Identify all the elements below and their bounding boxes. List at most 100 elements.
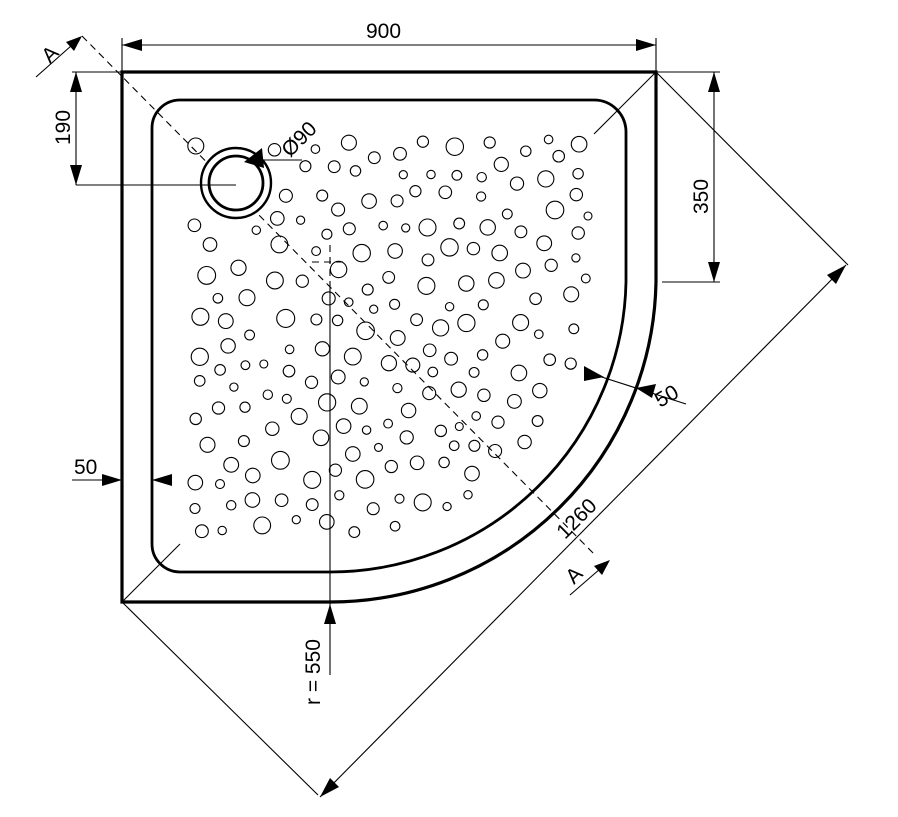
pebble-bump (389, 298, 401, 310)
pebble-bump (343, 347, 362, 366)
pebble-bump (259, 359, 269, 369)
pebble-bump (434, 424, 448, 438)
pebble-bump (331, 314, 344, 327)
pebble-bump (276, 308, 296, 328)
pebble-bump (464, 465, 480, 482)
dimension-rim-curve-label: 50 (651, 381, 683, 413)
pebble-bump (515, 262, 531, 279)
pebble-bump (317, 393, 337, 412)
pebble-bump (400, 402, 417, 419)
pebble-bump (390, 194, 404, 208)
pebble-bump (380, 355, 398, 372)
pebble-bump (580, 273, 591, 284)
pebble-bump (571, 226, 585, 240)
section-label-bottom: A (561, 562, 587, 588)
pebble-bump (359, 377, 369, 387)
pebble-bump (239, 401, 251, 413)
pebble-bump (418, 218, 437, 237)
pebble-bump (392, 382, 403, 394)
pebble-bump (445, 137, 465, 156)
pebble-bump (265, 421, 280, 436)
pebble-bump (476, 171, 487, 183)
section-line-a-a (81, 35, 596, 556)
pebble-bump (303, 470, 322, 489)
pebble-bump (282, 364, 296, 378)
pebble-bump (517, 434, 532, 450)
pebble-bump (230, 259, 247, 276)
pebble-bump (304, 375, 319, 389)
pebble-bump (384, 459, 398, 474)
pebble-bump (382, 270, 396, 284)
pebble-bump (265, 271, 284, 290)
pebble-bump (211, 401, 226, 415)
pebble-bump (197, 265, 217, 285)
section-label-top: A (37, 41, 63, 67)
pebble-bump (427, 366, 439, 378)
pebble-bump (491, 244, 509, 262)
dimension-drain-offset: 190 (52, 71, 122, 185)
pebble-bump (367, 151, 381, 165)
dimension-rim-left: 50 (72, 456, 172, 486)
pebble-bump (564, 357, 577, 370)
pebble-bump (240, 360, 251, 371)
pebble-bump (267, 143, 282, 157)
dimension-width-label: 900 (366, 20, 401, 43)
pebble-bump (389, 520, 401, 532)
pebble-bump (409, 185, 422, 198)
pebble-bump (321, 228, 333, 240)
pebble-bump (191, 307, 210, 326)
pebble-bump (361, 283, 374, 296)
pebble-bump (493, 156, 509, 173)
pebble-bump (421, 253, 435, 267)
pebble-bump (510, 364, 528, 382)
pebble-bump (349, 165, 362, 177)
pebble-bump (532, 382, 548, 399)
pebble-bump (348, 526, 361, 539)
tray-outer-outline (120, 70, 658, 604)
pebble-bump (448, 440, 460, 452)
pebble-bump (531, 415, 544, 427)
pebble-bump (321, 291, 336, 306)
pebble-bump (570, 135, 588, 153)
pebble-bump (344, 446, 361, 462)
pebble-bump (537, 170, 555, 188)
pebble-bump (281, 393, 292, 404)
pebble-bump (398, 170, 408, 180)
pebble-bump (187, 218, 202, 233)
pebble-bump (237, 435, 250, 448)
pebble-bump (244, 492, 261, 508)
pebble-bump (417, 276, 436, 295)
pebble-bump (466, 241, 481, 256)
pebble-bump (253, 516, 272, 535)
dimension-drain-offset-label: 190 (52, 110, 75, 145)
pebble-bump (410, 313, 424, 327)
corner-line-bottom-left (121, 543, 181, 603)
pebble-bump (295, 215, 306, 225)
pebble-bump (454, 421, 464, 432)
pebble-bump (350, 397, 368, 415)
pebble-bump (394, 493, 405, 504)
pebble-bump (244, 467, 261, 484)
drain-diameter-label: Ø90 (277, 117, 321, 161)
pebble-bump (318, 514, 335, 530)
pebble-bump (361, 193, 377, 209)
pebble-bump (422, 343, 437, 358)
pebble-bump (416, 135, 430, 148)
pebble-bump (314, 341, 331, 357)
pebble-bump (343, 297, 354, 308)
pebble-bump (491, 415, 505, 429)
pebble-bump (568, 323, 580, 335)
pebble-bump (458, 275, 475, 292)
pebble-bump (295, 274, 309, 288)
pebble-bump (269, 211, 285, 226)
pebble-bump (440, 238, 459, 257)
pebble-bump (225, 500, 237, 511)
pebble-bump (312, 429, 330, 447)
pebble-bump (387, 243, 403, 259)
pebble-bump (327, 160, 341, 174)
pebble-bump (193, 375, 206, 387)
pebble-bump (229, 382, 239, 392)
pebble-bump (533, 329, 544, 340)
pebble-bump (223, 456, 240, 473)
pebble-bump (305, 498, 319, 512)
